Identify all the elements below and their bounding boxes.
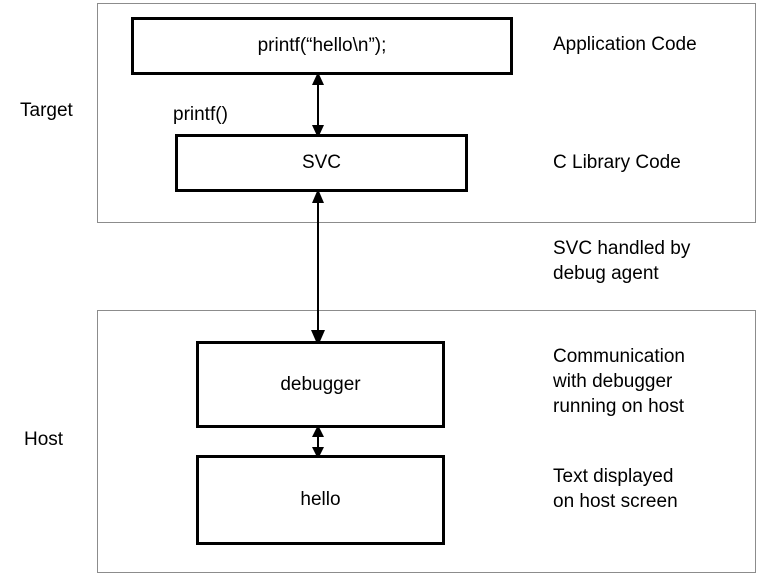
region-label-host: Host bbox=[24, 429, 64, 450]
box-printf-call-label: printf(“hello\n”); bbox=[257, 35, 387, 56]
box-debugger: debugger bbox=[196, 341, 445, 428]
region-label-target: Target bbox=[20, 100, 73, 121]
box-debugger-label: debugger bbox=[280, 373, 361, 395]
box-printf-call: printf(“hello\n”); bbox=[131, 17, 513, 75]
box-hello: hello bbox=[196, 455, 445, 545]
connector-printf-to-svc bbox=[304, 72, 332, 138]
region-host bbox=[97, 310, 756, 573]
annotation-svc-debug-agent: SVC handled by debug agent bbox=[553, 238, 691, 284]
box-hello-label: hello bbox=[300, 489, 341, 510]
box-svc-label: SVC bbox=[301, 152, 342, 173]
annotation-communication-with-debugger: Communication with debugger running on h… bbox=[553, 346, 685, 417]
region-target bbox=[97, 3, 756, 223]
connector-svc-to-debugger bbox=[304, 189, 332, 346]
box-svc: SVC bbox=[175, 134, 468, 192]
connector-debugger-to-hello bbox=[304, 425, 332, 459]
annotation-text-displayed-on-host: Text displayed on host screen bbox=[553, 466, 678, 512]
annotation-application-code: Application Code bbox=[553, 34, 697, 55]
annotation-c-library-code: C Library Code bbox=[553, 152, 681, 173]
inline-label-printf-function: printf() bbox=[173, 104, 228, 125]
